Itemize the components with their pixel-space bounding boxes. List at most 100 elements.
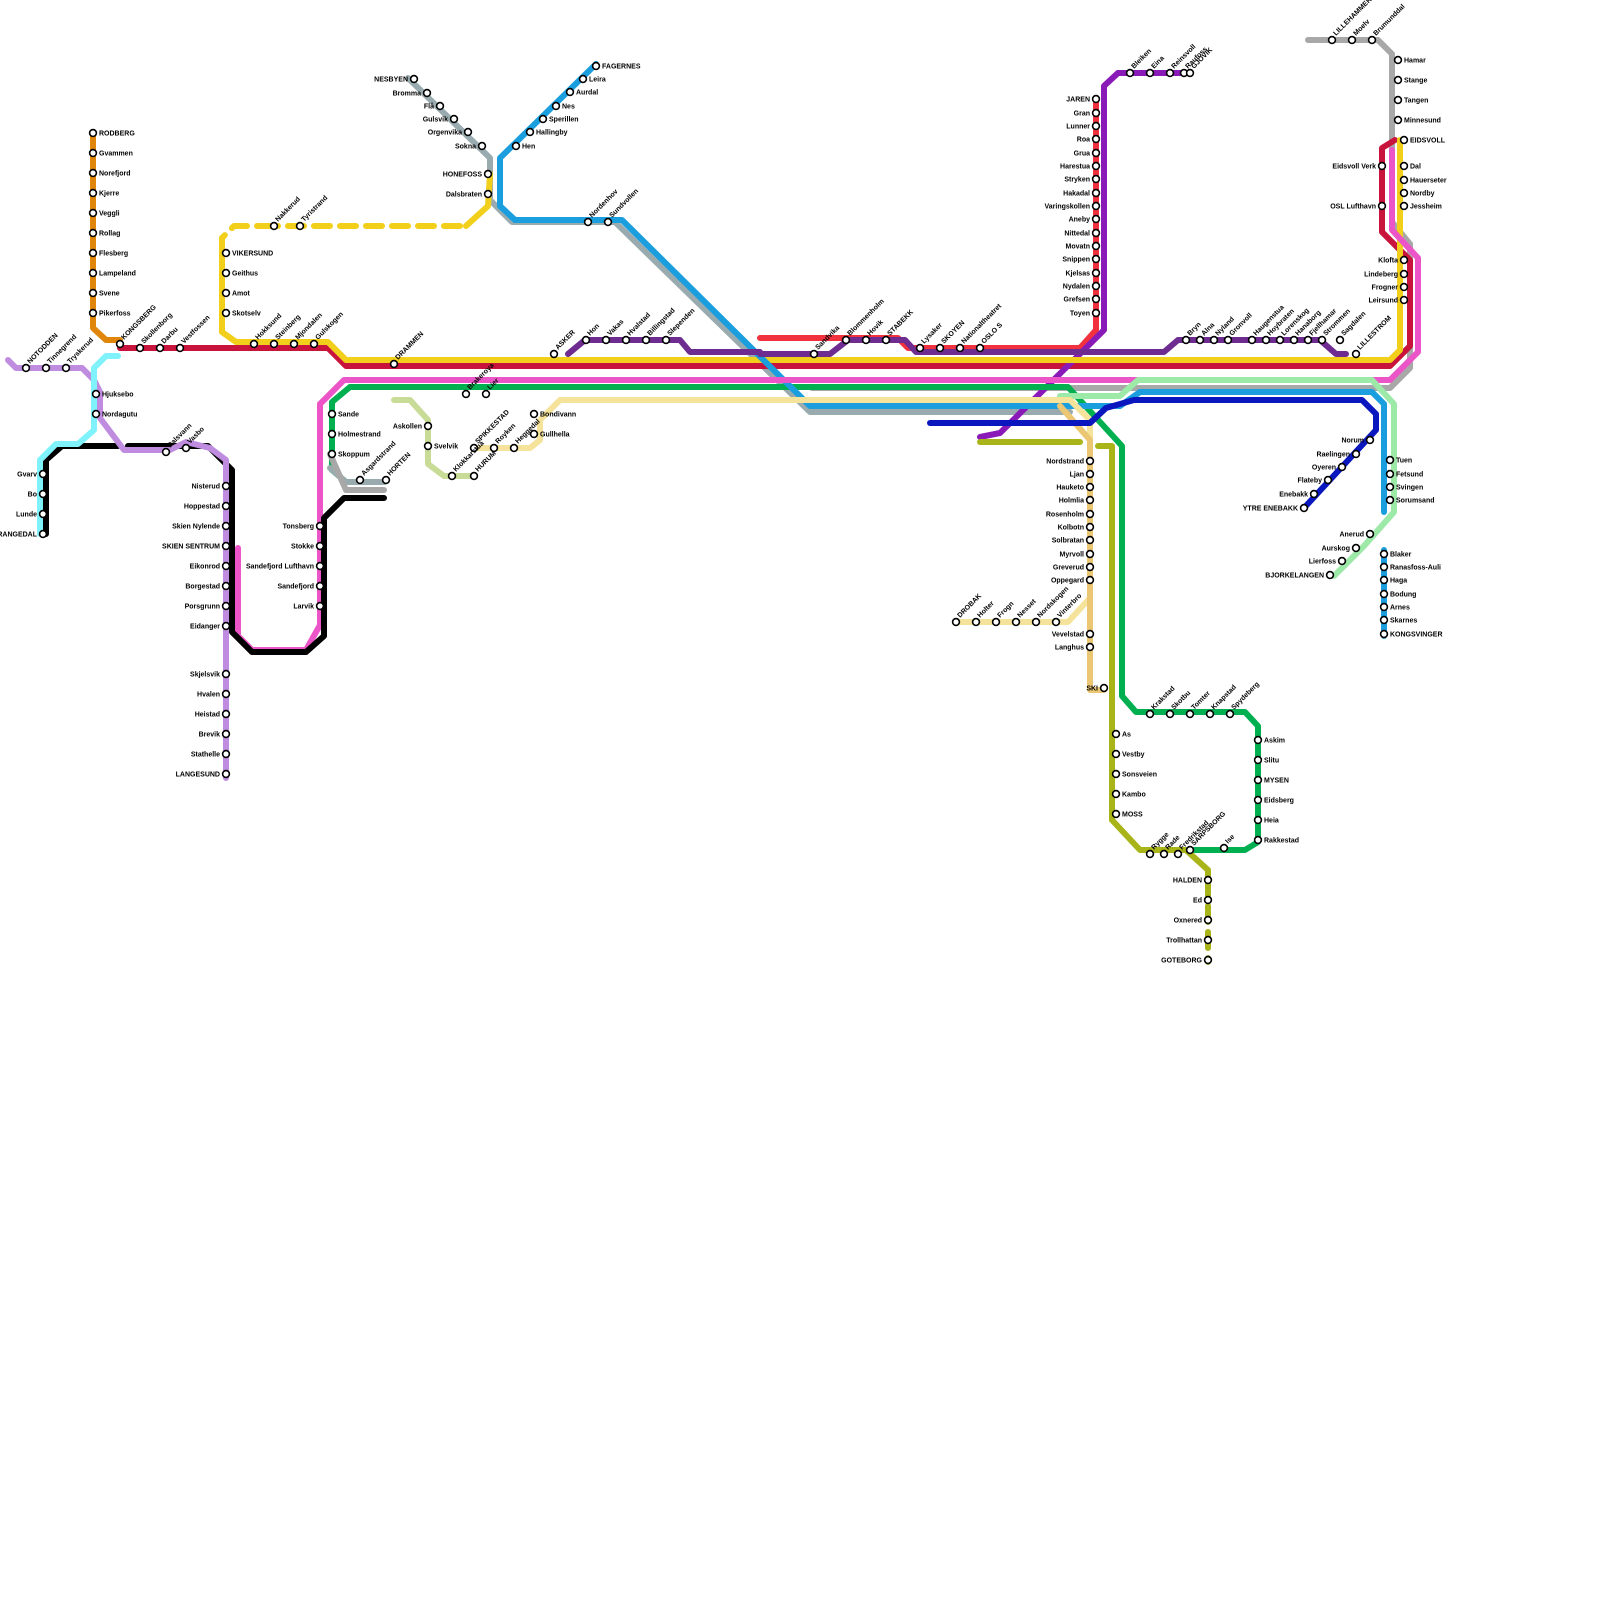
station-kjerre[interactable] <box>90 190 97 197</box>
station-hurum[interactable] <box>471 473 478 480</box>
station-vevelstad[interactable] <box>1087 631 1094 638</box>
station-holter[interactable] <box>973 619 980 626</box>
station-snippen[interactable] <box>1093 256 1100 263</box>
station-heistad[interactable] <box>223 711 230 718</box>
station-eikonrod[interactable] <box>223 563 230 570</box>
station-kongsberg[interactable] <box>117 341 124 348</box>
station-vasbo[interactable] <box>183 445 190 452</box>
station-hvalen[interactable] <box>223 691 230 698</box>
station-frogner[interactable] <box>1401 284 1408 291</box>
station-svene[interactable] <box>90 290 97 297</box>
station-sagdalen[interactable] <box>1337 337 1344 344</box>
station-hen[interactable] <box>513 143 520 150</box>
station-nittedal[interactable] <box>1093 230 1100 237</box>
station-oxnered[interactable] <box>1205 917 1212 924</box>
station-flesberg[interactable] <box>90 250 97 257</box>
station-aurdal[interactable] <box>567 89 574 96</box>
station-ytre_enebakk[interactable] <box>1301 505 1308 512</box>
station-sandefjord[interactable] <box>317 583 324 590</box>
station-bjorkelangen[interactable] <box>1327 572 1334 579</box>
station-kjelsas[interactable] <box>1093 270 1100 277</box>
station-klokkarstua[interactable] <box>449 473 456 480</box>
station-gvammen[interactable] <box>90 150 97 157</box>
station-hon[interactable] <box>583 337 590 344</box>
station-mjondalen[interactable] <box>291 341 298 348</box>
station-movatn[interactable] <box>1093 243 1100 250</box>
station-skien_nylende[interactable] <box>223 523 230 530</box>
station-varingskollen[interactable] <box>1093 203 1100 210</box>
station-svelvik[interactable] <box>425 443 432 450</box>
station-billingstad[interactable] <box>643 337 650 344</box>
station-steinberg[interactable] <box>271 341 278 348</box>
station-torp[interactable] <box>317 563 324 570</box>
station-ljan[interactable] <box>1087 471 1094 478</box>
station-slependen[interactable] <box>663 337 670 344</box>
station-gronvoll[interactable] <box>1225 337 1232 344</box>
station-langesund[interactable] <box>223 771 230 778</box>
station-haugenstua[interactable] <box>1249 337 1256 344</box>
station-fjellhamar[interactable] <box>1305 337 1312 344</box>
station-gran[interactable] <box>1093 110 1100 117</box>
station-brumunddal[interactable] <box>1369 37 1376 44</box>
station-darbu[interactable] <box>157 345 164 352</box>
station-strommen[interactable] <box>1319 337 1326 344</box>
station-oslo_s[interactable] <box>977 345 984 352</box>
station-klofta[interactable] <box>1401 257 1408 264</box>
station-grefsen[interactable] <box>1093 296 1100 303</box>
station-lunde[interactable] <box>40 511 47 518</box>
station-brakeroya[interactable] <box>463 391 470 398</box>
station-lunner[interactable] <box>1093 123 1100 130</box>
station-vakas[interactable] <box>603 337 610 344</box>
station-heggedal[interactable] <box>511 445 518 452</box>
station-flateby[interactable] <box>1325 477 1332 484</box>
station-porsgrunn[interactable] <box>223 603 230 610</box>
station-dalsbraten[interactable] <box>485 191 492 198</box>
station-lysaker[interactable] <box>917 345 924 352</box>
station-tryskerud[interactable] <box>63 365 70 372</box>
station-askollen[interactable] <box>425 423 432 430</box>
station-rollag[interactable] <box>90 230 97 237</box>
station-drobak[interactable] <box>953 619 960 626</box>
station-tomter[interactable] <box>1187 711 1194 718</box>
station-eidsvoll_verk[interactable] <box>1379 163 1386 170</box>
station-haga[interactable] <box>1381 577 1388 584</box>
station-brevik[interactable] <box>223 731 230 738</box>
station-hoybraten[interactable] <box>1263 337 1270 344</box>
station-rakkestad[interactable] <box>1255 837 1262 844</box>
station-rygge[interactable] <box>1147 851 1154 858</box>
station-hovik[interactable] <box>863 337 870 344</box>
station-sorumsand[interactable] <box>1387 497 1394 504</box>
station-heia[interactable] <box>1255 817 1262 824</box>
station-solbratan[interactable] <box>1087 537 1094 544</box>
station-sarpsborg[interactable] <box>1187 847 1194 854</box>
station-askim[interactable] <box>1255 737 1262 744</box>
station-sokna[interactable] <box>479 143 486 150</box>
station-amot[interactable] <box>223 290 230 297</box>
station-tonsberg[interactable] <box>317 523 324 530</box>
station-skien_sentrum[interactable] <box>223 543 230 550</box>
station-tangen[interactable] <box>1395 97 1402 104</box>
station-geithus[interactable] <box>223 270 230 277</box>
station-ise[interactable] <box>1221 845 1228 852</box>
station-as[interactable] <box>1113 731 1120 738</box>
station-blommenholm[interactable] <box>843 337 850 344</box>
station-oyeren[interactable] <box>1339 464 1346 471</box>
station-asgardstrand[interactable] <box>357 477 364 484</box>
station-sandvika[interactable] <box>811 351 818 358</box>
station-pikerfoss[interactable] <box>90 310 97 317</box>
station-rade[interactable] <box>1161 851 1168 858</box>
station-hvalstad[interactable] <box>623 337 630 344</box>
station-nesbyen[interactable] <box>411 76 418 83</box>
station-enebakk[interactable] <box>1311 491 1318 498</box>
station-svingen[interactable] <box>1387 484 1394 491</box>
station-hjuksebo[interactable] <box>93 391 100 398</box>
station-dal[interactable] <box>1401 163 1408 170</box>
station-norum[interactable] <box>1367 437 1374 444</box>
station-kolbotn[interactable] <box>1087 524 1094 531</box>
station-greverud[interactable] <box>1087 564 1094 571</box>
station-holmestrand[interactable] <box>329 431 336 438</box>
station-fredrikstad[interactable] <box>1175 851 1182 858</box>
station-gulskogen[interactable] <box>311 341 318 348</box>
station-nes[interactable] <box>553 103 560 110</box>
station-hauketo[interactable] <box>1087 484 1094 491</box>
